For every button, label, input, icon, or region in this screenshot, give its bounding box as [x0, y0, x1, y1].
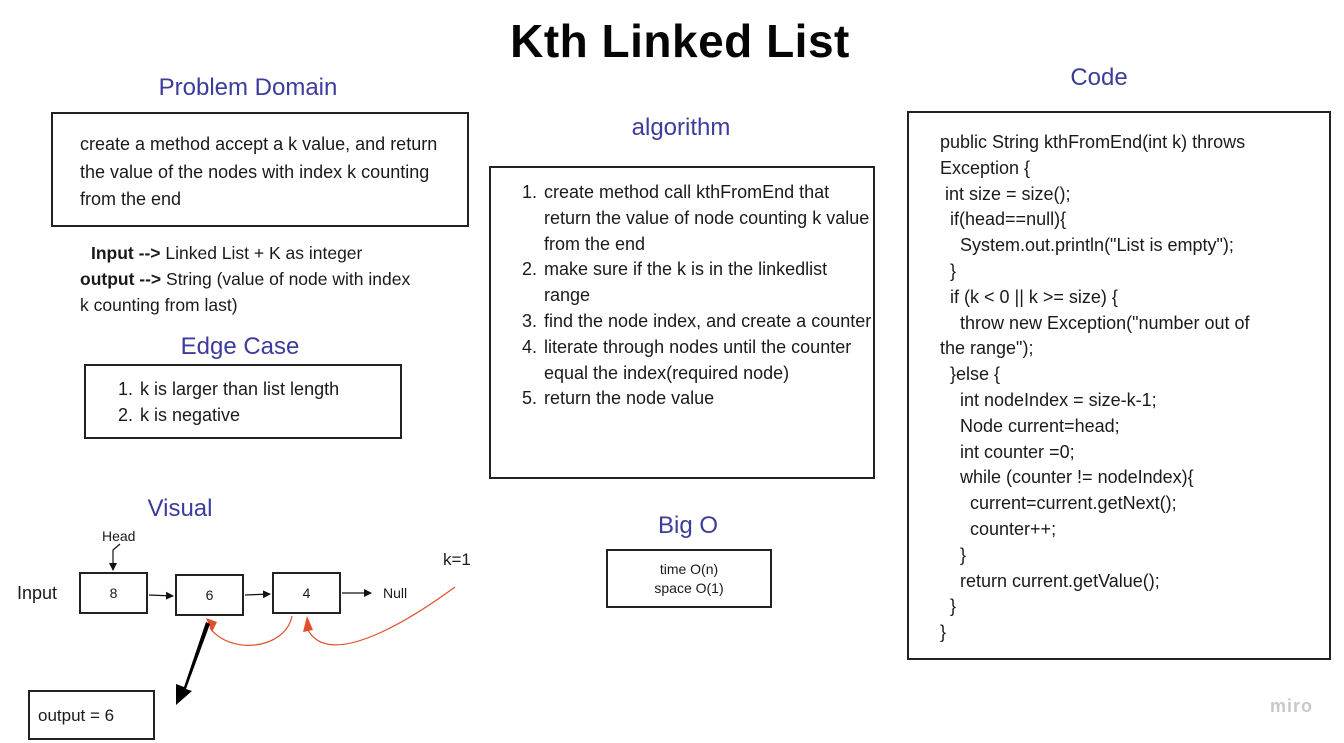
algorithm-step: create method call kthFromEnd that retur…: [542, 180, 872, 257]
code-line: public String kthFromEnd(int k) throws: [940, 132, 1246, 152]
code-line: int size = size();: [940, 183, 1071, 204]
code-line: Node current=head;: [940, 415, 1120, 436]
input-visual-label: Input: [17, 583, 58, 603]
algorithm-step: find the node index, and create a counte…: [542, 309, 872, 335]
code-line: the range");: [940, 338, 1034, 359]
edge-case-heading: Edge Case: [180, 333, 300, 360]
big-o-heading: Big O: [657, 512, 719, 539]
io-description: Input --> Linked List + K as integer out…: [80, 240, 420, 318]
edge-case-item: k is negative: [138, 402, 339, 428]
output-value: String (value of node with index k count…: [80, 269, 411, 315]
code-line: int counter =0;: [940, 441, 1075, 462]
k-label: k=1: [443, 550, 471, 569]
algorithm-heading: algorithm: [631, 114, 731, 141]
k-arrow: [307, 586, 456, 646]
output-arrow: [176, 622, 210, 705]
code-line: }: [940, 260, 957, 281]
input-label: Input -->: [91, 243, 161, 263]
linked-list-node: 6: [175, 574, 244, 616]
code-line: }: [940, 622, 947, 643]
algorithm-box: create method call kthFromEnd that retur…: [489, 166, 875, 479]
code-line: if (k < 0 || k >= size) {: [940, 286, 1118, 307]
miro-watermark: miro: [1270, 696, 1314, 716]
code-line: throw new Exception("number out of: [940, 312, 1250, 333]
problem-domain-heading: Problem Domain: [158, 74, 338, 101]
output-label: output -->: [80, 269, 162, 289]
code-heading: Code: [1070, 64, 1128, 91]
code-line: counter++;: [940, 518, 1057, 539]
big-o-time: time O(n): [659, 561, 719, 577]
head-label: Head: [102, 528, 136, 544]
algorithm-step: literate through nodes until the counter…: [542, 335, 872, 387]
page-title: Kth Linked List: [510, 15, 850, 67]
output-box: output = 6: [28, 690, 155, 740]
edge-case-item: k is larger than list length: [138, 376, 339, 402]
code-line: int nodeIndex = size-k-1;: [940, 389, 1157, 410]
code-line: }: [940, 596, 957, 617]
input-value: Linked List + K as integer: [160, 243, 363, 263]
code-line: return current.getValue();: [940, 570, 1160, 591]
big-o-space: space O(1): [654, 580, 724, 596]
code-line: }: [940, 544, 967, 565]
problem-domain-box: create a method accept a k value, and re…: [51, 112, 469, 227]
problem-domain-text: create a method accept a k value, and re…: [80, 134, 438, 209]
code-line: current=current.getNext();: [940, 493, 1177, 514]
head-arrow: [109, 543, 121, 571]
counter-arrow-head: [206, 618, 217, 632]
algorithm-step: make sure if the k is in the linkedlist …: [542, 257, 872, 309]
algorithm-steps: create method call kthFromEnd that retur…: [518, 180, 872, 412]
counter-arrow: [209, 615, 293, 646]
code-line: while (counter != nodeIndex){: [940, 467, 1194, 488]
edge-case-box: k is larger than list length k is negati…: [84, 364, 402, 439]
linked-list-node: 8: [79, 572, 148, 614]
edge-case-list: k is larger than list length k is negati…: [114, 376, 339, 428]
null-label: Null: [383, 585, 408, 601]
code-line: Exception {: [940, 157, 1031, 178]
next-arrow: [244, 590, 271, 599]
big-o-box: time O(n) space O(1): [606, 549, 772, 608]
linked-list-node: 4: [272, 572, 341, 614]
next-arrow: [148, 591, 174, 600]
algorithm-step: return the node value: [542, 386, 872, 412]
visual-heading: Visual: [147, 495, 213, 522]
code-line: if(head==null){: [940, 209, 1067, 230]
code-line: System.out.println("List is empty");: [940, 235, 1234, 256]
k-arrow-head: [303, 616, 313, 632]
output-text: output = 6: [38, 706, 115, 725]
code-line: }else {: [940, 364, 1001, 385]
